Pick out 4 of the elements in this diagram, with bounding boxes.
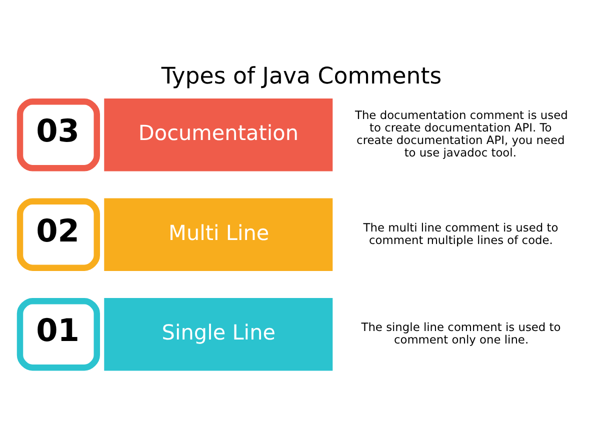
node-label: The single line comment is used to comment only one line. — [361, 320, 561, 346]
diagram-title: Types of Java Comments — [161, 64, 442, 90]
node-label: The documentation comment is used to create documentation API. To create documentation API, you need to use javadoc tool. — [354, 108, 568, 160]
node-label: The multi line comment is used to comment multiple lines of code. — [363, 220, 558, 247]
